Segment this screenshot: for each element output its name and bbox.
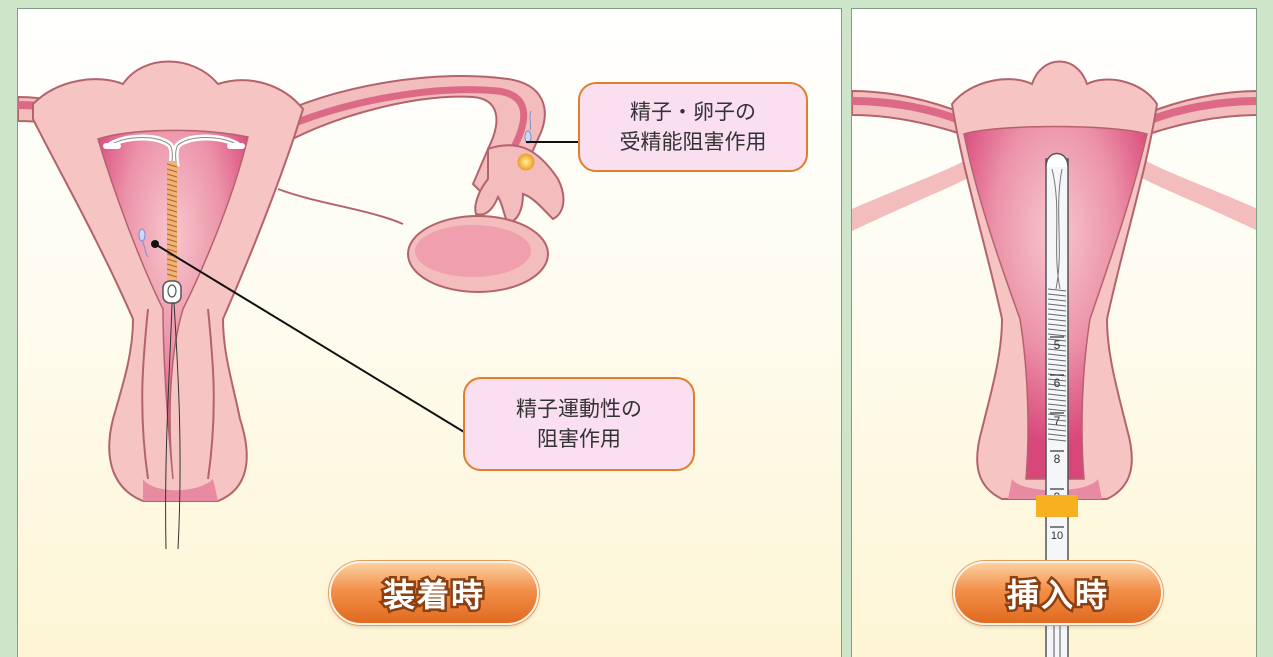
- label-installed: 装着時: [329, 561, 539, 625]
- egg: [518, 154, 534, 170]
- label-insertion: 挿入時: [953, 561, 1163, 625]
- callout-sperm-motility-inhibition: 精子運動性の 阻害作用: [463, 377, 695, 471]
- panel-installed: 精子・卵子の 受精能阻害作用 精子運動性の 阻害作用 装着時: [17, 8, 842, 657]
- uterus-illustration-insertion: 5678910: [852, 9, 1257, 657]
- panel-insertion: 5678910 挿入時: [851, 8, 1257, 657]
- callout-motility-line1: 精子運動性の: [516, 394, 642, 424]
- callout-fertilization-inhibition: 精子・卵子の 受精能阻害作用: [578, 82, 808, 172]
- callout-fertilization-line1: 精子・卵子の: [630, 97, 756, 127]
- callout-motility-line2: 阻害作用: [537, 424, 621, 454]
- label-insertion-text: 挿入時: [1007, 570, 1109, 616]
- scale-mark-label: 5: [1054, 338, 1061, 352]
- scale-mark-label: 10: [1051, 530, 1063, 542]
- scale-mark-label: 7: [1054, 414, 1061, 428]
- depth-stopper: [1036, 495, 1078, 517]
- callout-fertilization-line2: 受精能阻害作用: [620, 127, 767, 157]
- scale-mark-label: 6: [1054, 376, 1061, 390]
- fallopian-tube-right: [268, 76, 563, 223]
- scale-mark-label: 8: [1054, 452, 1061, 466]
- label-installed-text: 装着時: [383, 570, 485, 616]
